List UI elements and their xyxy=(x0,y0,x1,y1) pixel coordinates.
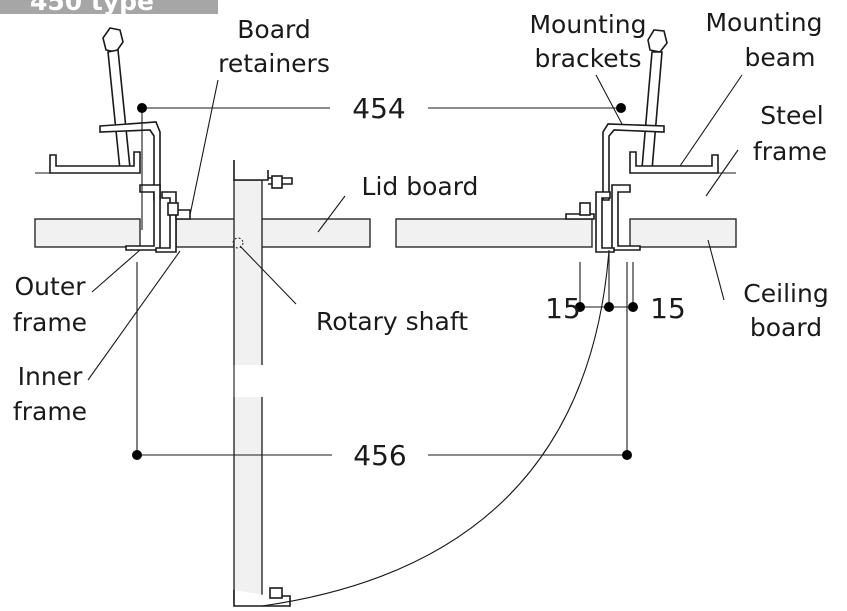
lid-top-retainer xyxy=(233,160,293,185)
label-inner-frame-1: Inner xyxy=(18,362,83,391)
right-hardware xyxy=(565,29,719,253)
leader-mounting-brackets xyxy=(595,74,623,125)
type-tag-background xyxy=(0,0,218,14)
left-hardware xyxy=(49,27,191,253)
dim-top-value: 454 xyxy=(352,92,405,125)
dim-bottom-value: 456 xyxy=(353,439,406,472)
dimension-gaps: 15 15 xyxy=(545,252,686,325)
label-rotary-shaft: Rotary shaft xyxy=(316,307,468,336)
label-ceiling-board-1: Ceiling xyxy=(743,279,828,308)
leader-steel-frame xyxy=(705,149,739,197)
right-hanger-bolt xyxy=(641,51,663,171)
leader-inner-frame xyxy=(87,250,181,381)
label-mounting-brackets-2: brackets xyxy=(534,44,641,73)
rotary-shaft-marker xyxy=(232,237,244,249)
label-mounting-beam-2: beam xyxy=(745,43,816,72)
right-mounting-bracket xyxy=(602,123,665,201)
label-steel-frame-1: Steel xyxy=(760,101,823,130)
lid-swing-arc xyxy=(261,249,610,607)
dim-top-dot-right xyxy=(616,103,626,113)
left-board-retainer xyxy=(175,209,191,220)
right-mounting-beam xyxy=(629,151,719,174)
lid-top-clip xyxy=(271,175,283,189)
label-outer-frame-1: Outer xyxy=(15,272,87,301)
lid-bottom-clip xyxy=(269,587,283,599)
label-ceiling-board-2: board xyxy=(750,313,822,342)
ceiling-board-right xyxy=(629,218,737,248)
type-tag-text: 450 type xyxy=(30,0,154,16)
dim-gap-dot-1 xyxy=(575,302,585,312)
label-inner-frame-2: frame xyxy=(13,397,87,426)
leader-lines xyxy=(87,74,743,381)
leader-lid-board xyxy=(317,195,346,233)
label-board-retainers-2: retainers xyxy=(218,49,330,78)
dimension-top: 454 xyxy=(137,92,626,230)
label-steel-frame-2: frame xyxy=(753,137,827,166)
left-outer-frame xyxy=(125,184,161,251)
dimension-bottom: 456 xyxy=(132,262,632,472)
right-retainer-clip xyxy=(579,202,591,216)
lid-bottom-retainer xyxy=(233,590,291,607)
label-outer-frame-2: frame xyxy=(13,308,87,337)
right-outer-frame xyxy=(611,184,641,251)
right-inner-frame xyxy=(595,191,615,253)
dim-gap-dot-3 xyxy=(628,302,638,312)
left-knob-icon xyxy=(102,27,124,53)
ceiling-board-band xyxy=(34,218,737,248)
opened-lid-break xyxy=(230,365,266,397)
leader-rotary-shaft xyxy=(239,245,297,305)
dim-bottom-dot-right xyxy=(622,450,632,460)
dim-gap-right-value: 15 xyxy=(650,292,686,325)
dim-top-dot-left xyxy=(137,103,147,113)
leader-mounting-beam xyxy=(679,74,743,167)
leader-ceiling-board xyxy=(707,239,725,301)
ceiling-board-left xyxy=(34,218,141,248)
right-knob-icon xyxy=(647,29,668,53)
dim-gap-left-value: 15 xyxy=(545,292,581,325)
type-tag: 450 type xyxy=(0,0,218,16)
left-hanger-bolt xyxy=(107,49,131,171)
label-mounting-brackets-1: Mounting xyxy=(529,10,646,39)
leader-board-retainers xyxy=(189,79,219,216)
opened-lid xyxy=(230,160,293,607)
rotary-shaft xyxy=(232,237,244,249)
lid-board-right-part xyxy=(395,218,593,248)
lid-board-left-part xyxy=(175,218,371,248)
label-lid-board: Lid board xyxy=(362,172,479,201)
label-board-retainers-1: Board xyxy=(237,15,310,44)
dim-gap-dot-2 xyxy=(604,302,614,312)
leader-outer-frame xyxy=(91,249,141,293)
left-retainer-clip xyxy=(167,202,179,216)
dim-bottom-dot-left xyxy=(132,450,142,460)
left-mounting-beam xyxy=(49,151,141,174)
label-mounting-beam-1: Mounting xyxy=(705,8,822,37)
